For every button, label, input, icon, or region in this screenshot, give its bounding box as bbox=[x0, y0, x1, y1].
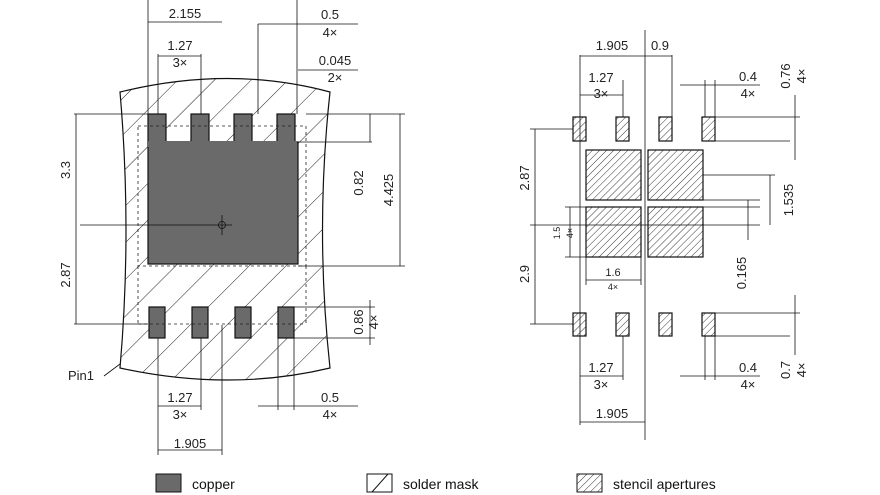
dim-pad-pitch: 1.27 bbox=[167, 38, 192, 53]
dim-r-height-top: 2.87 bbox=[517, 165, 532, 190]
dim-pad-width-top-count: 4× bbox=[323, 25, 338, 40]
dim-r-pad-pitch: 1.27 bbox=[588, 70, 613, 85]
dim-pad-width-bottom-count: 4× bbox=[323, 407, 338, 422]
left-view: 2.155 1.27 3× 0.5 4× 0.045 2× 3.3 2.87 0… bbox=[58, 0, 405, 455]
dim-r-pad-height-bottom: 0.7 bbox=[778, 361, 793, 379]
dim-r-pad-pitch-count: 3× bbox=[594, 86, 609, 101]
dim-r-aperture-width-count: 4× bbox=[608, 282, 618, 292]
dim-pad-width-bottom: 0.5 bbox=[321, 390, 339, 405]
dim-r-aperture-gap: 0.165 bbox=[734, 257, 749, 290]
legend: copper solder mask stencil apertures bbox=[155, 473, 716, 493]
dim-r-pad-height-bottom-count: 4× bbox=[794, 363, 809, 378]
top-stencil-pads bbox=[572, 116, 716, 142]
dim-height-bottom: 2.87 bbox=[58, 262, 73, 287]
dim-r-pad-width-top: 0.4 bbox=[739, 69, 757, 84]
legend-stencil-swatch bbox=[576, 473, 603, 493]
dim-r-pad-height-top-count: 4× bbox=[794, 69, 809, 84]
pin1-label: Pin1 bbox=[68, 368, 94, 383]
right-view: 1.905 0.9 1.27 3× 0.4 4× 0.76 4× 2.87 2.… bbox=[517, 30, 809, 440]
legend-copper-label: copper bbox=[192, 476, 235, 492]
dim-r-bottom-width: 1.905 bbox=[596, 406, 629, 421]
dim-pad-height-count: 4× bbox=[366, 315, 381, 330]
dim-r-pad-width-bottom-count: 4× bbox=[741, 377, 756, 392]
dim-r-pad-width-bottom: 0.4 bbox=[739, 360, 757, 375]
dim-top-width: 2.155 bbox=[169, 6, 202, 21]
legend-solder-mask-label: solder mask bbox=[403, 476, 479, 492]
dim-r-aperture-height-count: 4× bbox=[565, 228, 575, 238]
dim-pad-pitch-count: 3× bbox=[173, 55, 188, 70]
dim-bottom-width: 1.905 bbox=[174, 436, 207, 451]
dim-r-center-gap: 0.9 bbox=[651, 38, 669, 53]
dim-r-top-width: 1.905 bbox=[596, 38, 629, 53]
legend-stencil-label: stencil apertures bbox=[613, 476, 716, 492]
courtyard-dashed-top bbox=[137, 125, 307, 267]
dim-gap-count: 2× bbox=[328, 70, 343, 85]
bottom-stencil-pads bbox=[572, 312, 716, 337]
top-copper-tabs bbox=[147, 113, 296, 145]
dim-pad-height: 0.86 bbox=[351, 309, 366, 334]
dim-r-height-bottom: 2.9 bbox=[517, 265, 532, 283]
dim-r-vert-pitch: 1.535 bbox=[781, 184, 796, 217]
dim-total-height: 4.425 bbox=[381, 174, 396, 207]
dim-r-pad-width-top-count: 4× bbox=[741, 86, 756, 101]
dim-pad-width-top: 0.5 bbox=[321, 7, 339, 22]
legend-copper-swatch bbox=[155, 473, 182, 493]
center-stencil-apertures bbox=[585, 149, 704, 258]
dim-inner-height: 0.82 bbox=[351, 170, 366, 195]
dim-r-aperture-width: 1.6 bbox=[605, 267, 620, 279]
dim-r-pad-height-top: 0.76 bbox=[778, 63, 793, 88]
dim-r-aperture-height: 1.5 bbox=[552, 227, 562, 240]
dim-bottom-pitch-count: 3× bbox=[173, 407, 188, 422]
dim-height-top: 3.3 bbox=[58, 161, 73, 179]
copper-exposed-pad bbox=[147, 141, 299, 265]
bottom-copper-pads bbox=[148, 306, 295, 339]
dim-bottom-pitch: 1.27 bbox=[167, 390, 192, 405]
dim-r-bottom-pitch: 1.27 bbox=[588, 360, 613, 375]
dim-gap: 0.045 bbox=[319, 53, 352, 68]
dim-r-bottom-pitch-count: 3× bbox=[594, 377, 609, 392]
